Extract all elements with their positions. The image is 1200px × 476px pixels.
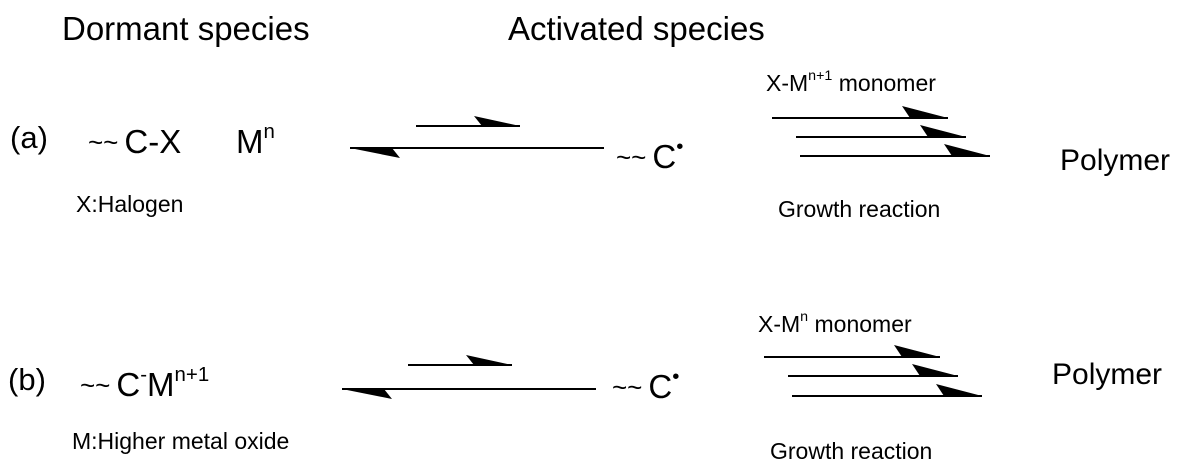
row-b-carbanion-charge: - [140, 362, 148, 386]
row-b-active-carbon: C [648, 368, 673, 405]
row-a-polymer: Polymer [1060, 144, 1171, 177]
activated-species-header: Activated species [508, 10, 765, 47]
row-a-metal-oxidation-state: n [263, 119, 275, 143]
row-a-active-radical: ~~C• [616, 136, 683, 175]
row-b-radical-dot: • [672, 364, 680, 388]
row-a-equilibrium-arrow [350, 116, 604, 158]
row-a-polymer-chain-symbol: ~~ [88, 127, 119, 157]
row-b-equilibrium-arrow [342, 355, 596, 399]
row-a-active-carbon: C [652, 138, 677, 175]
row-a-monomer-text: monomer [832, 70, 936, 96]
row-b-growth-reaction: Growth reaction [770, 438, 933, 464]
row-b-active-chain-symbol: ~~ [612, 372, 643, 402]
row-b-monomer-text: monomer [808, 311, 912, 337]
row-a-active-chain-symbol: ~~ [616, 142, 647, 172]
row-b-dormant-species: ~~C-Mn+1 [80, 364, 209, 403]
row-a-label: (a) [10, 120, 48, 155]
row-a-growth-reaction: Growth reaction [778, 196, 941, 222]
row-a-catalyst-oxidation-state: n+1 [808, 68, 833, 85]
row-a-catalyst-symbol: X-M [766, 70, 809, 96]
row-a-metal-species: Mn [236, 121, 275, 160]
row-b-dormant-carbon: C [116, 366, 141, 403]
row-a-metal-symbol: M [236, 123, 264, 160]
row-b-catalyst-oxidation-state: n [800, 309, 809, 326]
row-b-metal-oxidation-state: n+1 [174, 362, 210, 386]
row-a-halogen-note: X:Halogen [76, 191, 184, 217]
row-a-reverse-arrowhead [350, 148, 400, 158]
row-b-catalyst-monomer: X-Mn monomer [758, 310, 912, 337]
row-b-active-radical: ~~C• [612, 366, 679, 405]
row-b-polymer: Polymer [1052, 358, 1163, 391]
row-a-forward-arrowhead [474, 116, 520, 126]
row-b-metal-symbol: M [147, 366, 175, 403]
row-b-catalyst-symbol: X-M [758, 311, 801, 337]
row-a-dormant-species: ~~C-X [88, 125, 181, 158]
row-b-label: (b) [8, 362, 46, 397]
row-a-dormant-formula: C-X [124, 123, 182, 160]
dormant-species-header: Dormant species [62, 10, 310, 47]
row-b-metal-oxide-note: M:Higher metal oxide [72, 428, 290, 454]
row-b-polymer-chain-symbol: ~~ [80, 370, 111, 400]
row-a-radical-dot: • [676, 134, 684, 158]
row-a-catalyst-monomer: X-Mn+1 monomer [766, 69, 936, 96]
row-b-forward-arrowhead [466, 355, 512, 365]
row-b-growth-arrows [764, 345, 982, 397]
row-a-growth-arrows [772, 106, 990, 157]
row-b-reverse-arrowhead [342, 389, 392, 399]
